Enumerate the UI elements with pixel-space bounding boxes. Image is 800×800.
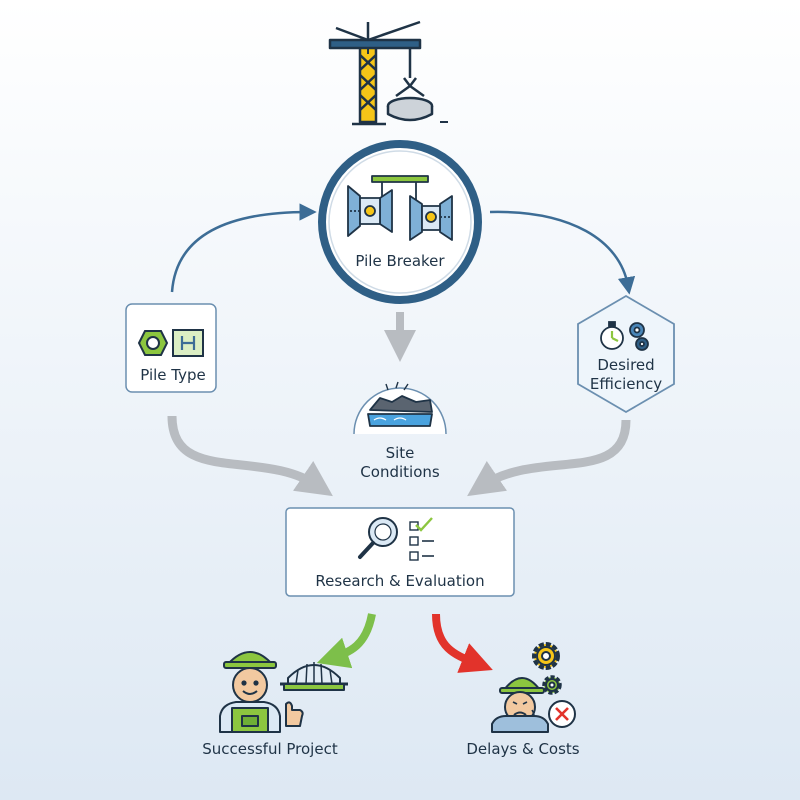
pile-breaker-icon xyxy=(347,175,453,241)
pile-type-label: Pile Type xyxy=(140,366,206,384)
desired-efficiency-line2: Efficiency xyxy=(589,374,663,393)
desired-efficiency-label: Desired Efficiency xyxy=(566,356,686,394)
arrow-piletype-to-breaker xyxy=(170,203,317,293)
pile-profile-icon xyxy=(137,329,204,357)
site-conditions-node xyxy=(353,381,447,435)
pile-breaker-label: Pile Breaker xyxy=(355,252,445,270)
arrow-efficiency-to-research xyxy=(467,419,631,497)
arrow-research-to-success xyxy=(316,613,376,669)
arrow-breaker-to-efficiency xyxy=(489,210,636,295)
site-conditions-line1: Site xyxy=(385,444,415,462)
worker-thumbs-up-bridge-icon xyxy=(219,651,348,733)
delays-costs-label: Delays & Costs xyxy=(466,740,580,758)
site-conditions-label: Site Conditions xyxy=(338,444,462,482)
research-label: Research & Evaluation xyxy=(315,572,485,590)
stopwatch-gears-icon xyxy=(600,321,649,351)
tower-crane-icon xyxy=(328,20,448,126)
worker-gears-error-icon xyxy=(491,642,576,733)
desired-efficiency-line1: Desired xyxy=(597,356,655,374)
magnifier-checklist-icon xyxy=(358,517,434,561)
research-node xyxy=(285,507,515,597)
desired-efficiency-node xyxy=(577,294,675,414)
pile-type-node xyxy=(125,303,217,393)
pile-breaker-node xyxy=(318,140,482,304)
terrain-water-icon xyxy=(367,381,433,427)
site-conditions-line2: Conditions xyxy=(360,462,440,481)
successful-project-label: Successful Project xyxy=(202,740,338,758)
arrow-piletype-to-research xyxy=(167,415,333,497)
arrow-research-to-delays xyxy=(432,613,493,673)
